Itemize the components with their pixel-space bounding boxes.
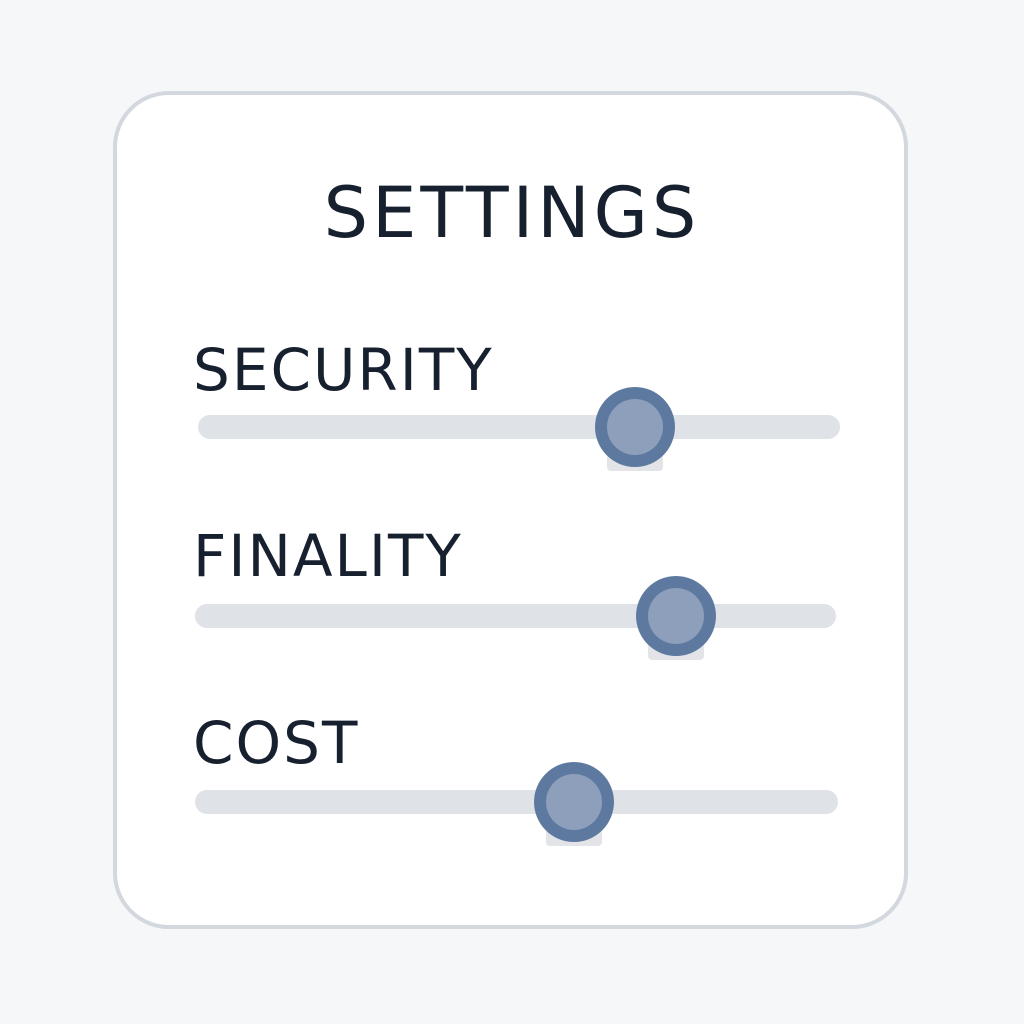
security-label: SECURITY [193,336,494,404]
cost-slider[interactable] [195,762,838,846]
cost-slider-thumb[interactable] [534,762,615,842]
settings-panel [113,91,908,929]
finality-slider[interactable] [195,576,836,660]
finality-label: FINALITY [193,522,463,590]
security-slider-thumb[interactable] [594,387,675,467]
security-slider[interactable] [198,387,840,471]
cost-label: COST [193,709,360,777]
page-title: SETTINGS [323,172,701,254]
finality-slider-thumb[interactable] [635,576,716,656]
